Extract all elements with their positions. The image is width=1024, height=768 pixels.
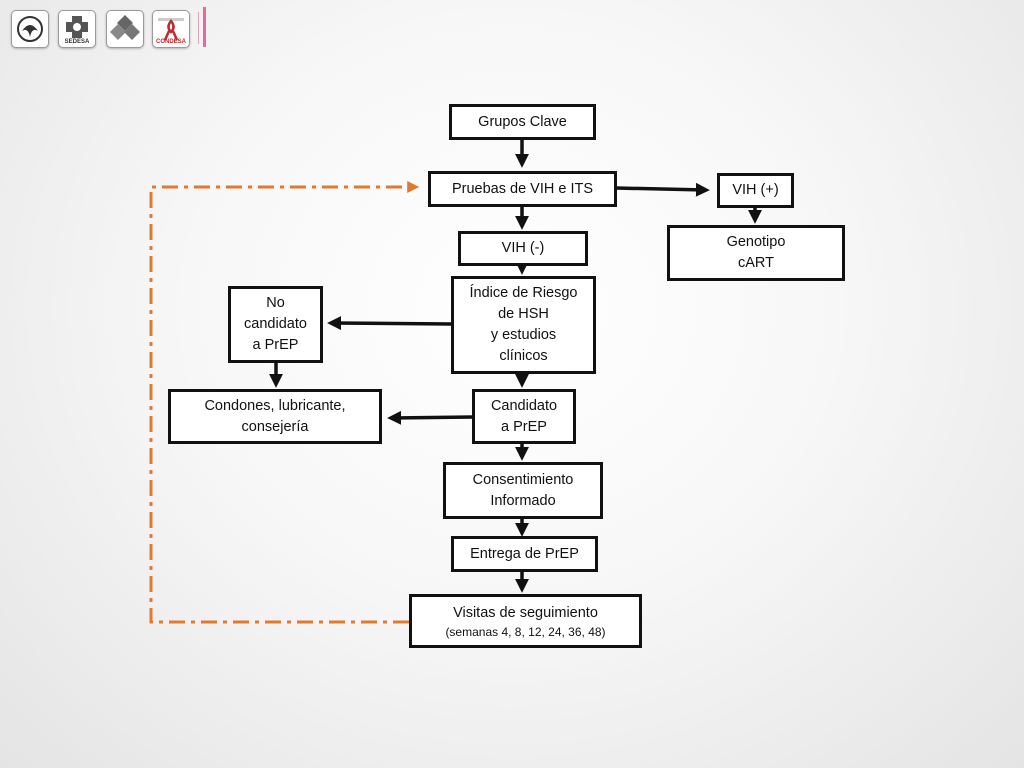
eagle-emblem-icon [17,16,43,42]
node-no-candidato-line3: a PrEP [252,337,299,353]
logo-gobierno [11,10,49,48]
node-grupos-clave-label: Grupos Clave [478,113,567,130]
node-pruebas-vih-its: Pruebas de VIH e ITS [428,171,617,207]
node-consentimiento: Consentimiento Informado [443,462,603,519]
node-condones: Condones, lubricante, consejería [168,389,382,444]
arrow-indice-nocandidato [327,316,452,331]
node-entrega-prep: Entrega de PrEP [451,536,598,572]
node-candidato-line2: a PrEP [501,418,547,435]
divider-pink [203,7,206,47]
node-condones-line2: consejería [241,418,309,435]
node-genotipo-cart: Genotipo cART [667,225,845,281]
logo-diamonds [106,10,144,48]
cross-emblem-icon [66,16,88,38]
node-indice-riesgo: Índice de Riesgo de HSH y estudios clíni… [451,276,596,374]
node-visitas-label: Visitas de seguimiento [453,604,598,621]
node-visitas-weeks: (semanas 4, 8, 12, 24, 36, 48) [445,624,606,639]
node-indice-line1: Índice de Riesgo [469,285,578,301]
node-genotipo-line2: cART [738,255,774,271]
node-no-candidato: No candidato a PrEP [228,286,323,363]
node-consentimiento-line1: Consentimiento [472,471,574,488]
node-genotipo-line1: Genotipo [726,234,786,250]
node-entrega-label: Entrega de PrEP [470,545,579,562]
node-visitas-seguimiento: Visitas de seguimiento (semanas 4, 8, 12… [409,594,642,648]
node-candidato-line1: Candidato [490,397,558,414]
node-vih-negativo-label: VIH (-) [501,240,545,256]
node-condones-line1: Condones, lubricante, [204,397,346,414]
node-no-candidato-line2: candidato [244,316,307,332]
divider-thin [198,12,199,44]
sedesa-label: SEDESA [64,39,90,45]
node-vih-positivo-label: VIH (+) [732,182,779,198]
node-pruebas-label: Pruebas de VIH e ITS [451,180,594,197]
diamond-emblem-icon [110,15,140,40]
node-vih-negativo: VIH (-) [458,231,588,266]
red-ribbon-icon [158,18,184,41]
node-consentimiento-line2: Informado [490,492,556,509]
node-indice-line4: clínicos [499,348,548,364]
condesa-label: CONDESA [155,39,186,45]
node-candidato: Candidato a PrEP [472,389,576,444]
node-no-candidato-line1: No [266,295,285,311]
logo-condesa: CONDESA [152,10,190,48]
node-indice-line3: y estudios [490,327,557,343]
logo-sedesa: SEDESA [58,10,96,48]
node-vih-positivo: VIH (+) [717,173,794,208]
node-grupos-clave: Grupos Clave [449,104,596,140]
arrow-candidato-condones [387,410,474,425]
node-indice-line2: de HSH [498,306,549,322]
arrow-pruebas-vihpos [615,182,710,197]
feedback-loop-dashed [149,181,420,624]
